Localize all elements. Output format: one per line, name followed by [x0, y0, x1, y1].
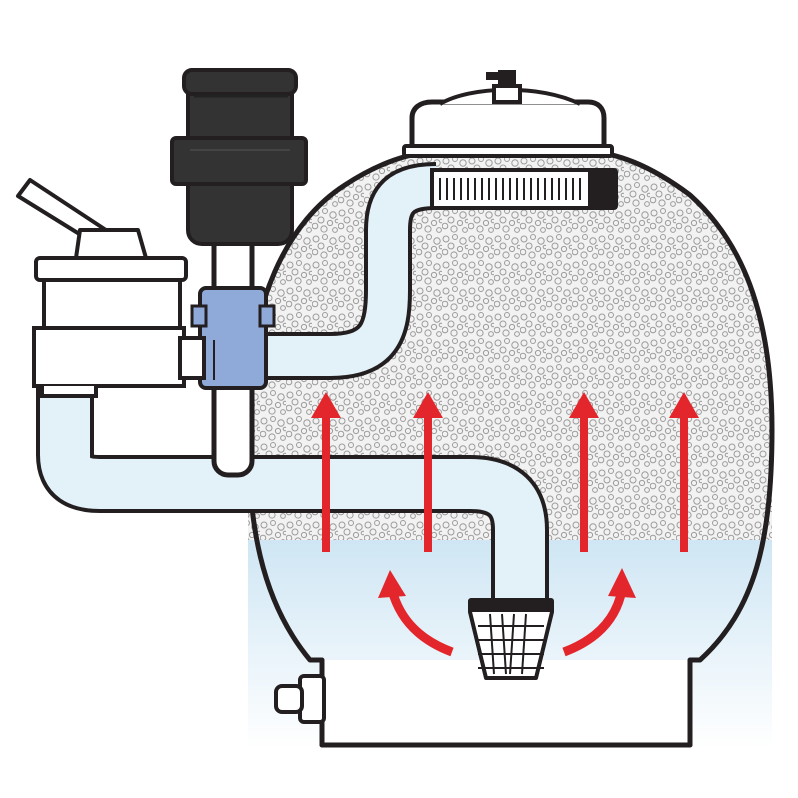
flow-arrow-head — [413, 392, 443, 418]
drain-plug — [274, 674, 326, 724]
flow-arrow-head — [378, 570, 406, 598]
bottom-lateral — [468, 598, 554, 680]
basket-slat — [501, 613, 507, 675]
flow-arrow-head — [569, 392, 599, 418]
flow-arrow-curved — [387, 588, 454, 657]
flow-arrow-head — [669, 392, 699, 418]
flow-arrow-up — [680, 414, 688, 552]
flow-arrow-curved — [562, 588, 627, 657]
flow-arrow-head — [311, 392, 341, 418]
flow-arrow-up — [580, 414, 588, 552]
top-diffuser — [430, 168, 618, 210]
flow-arrow-head — [608, 568, 636, 598]
flow-arrow-up — [424, 414, 432, 552]
multiport-valve — [16, 178, 206, 398]
air-relief-valve — [486, 70, 522, 104]
inner-upper-pipe — [258, 162, 437, 380]
pump-strainer — [170, 68, 308, 246]
lower-pipe — [36, 376, 549, 604]
flow-arrows — [311, 392, 699, 657]
basket-slat — [489, 613, 495, 675]
basket-slat — [521, 613, 527, 675]
flow-arrow-up — [322, 414, 330, 552]
basket-slat — [509, 613, 515, 675]
